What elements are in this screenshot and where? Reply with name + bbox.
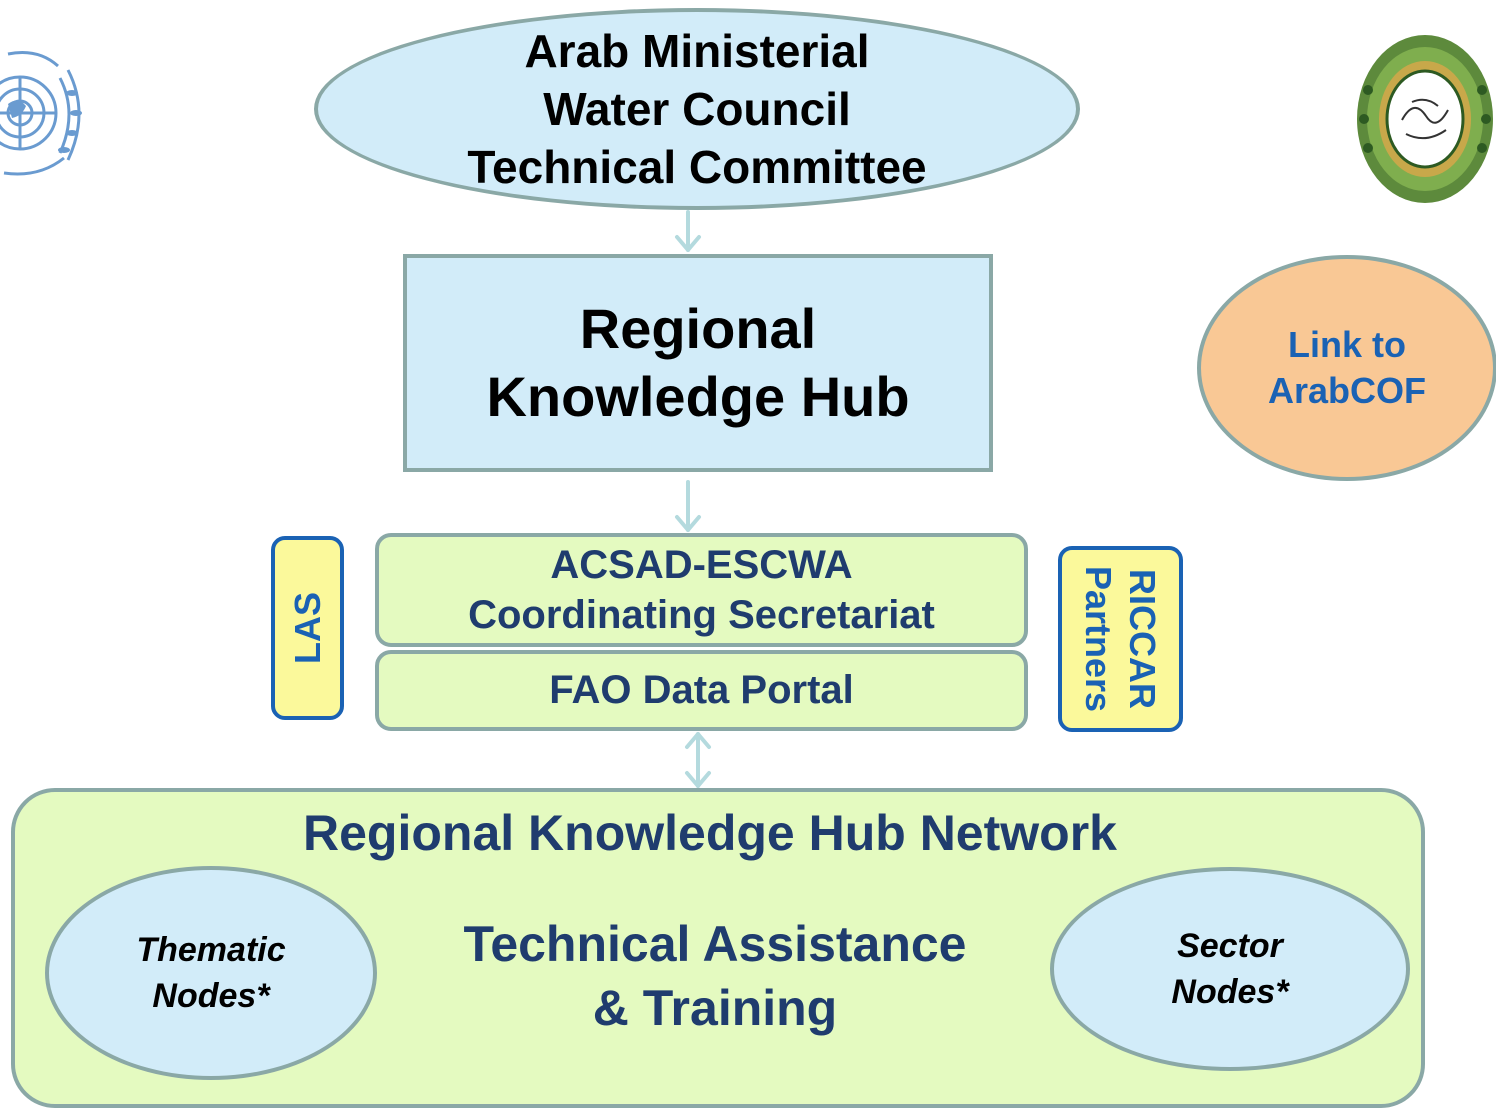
riccar-line-2: Partners <box>1078 565 1120 713</box>
council-line-2: Water Council <box>543 83 851 135</box>
council-line-1: Arab Ministerial <box>524 25 870 77</box>
arabcof-line-1: Link to <box>1288 324 1406 365</box>
arab-league-emblem-icon <box>1357 35 1493 203</box>
sector-line-1: Sector <box>1177 927 1283 965</box>
link-to-arabcof-ellipse[interactable]: Link to ArabCOF <box>1197 255 1496 481</box>
regional-knowledge-hub-box: Regional Knowledge Hub <box>403 254 993 472</box>
council-ellipse: Arab Ministerial Water Council Technical… <box>314 8 1080 210</box>
thematic-line-1: Thematic <box>136 931 286 969</box>
technical-assistance-training-text: Technical Assistance & Training <box>420 912 1010 1040</box>
hub-line-1: Regional <box>579 297 817 360</box>
fao-label: FAO Data Portal <box>549 668 854 712</box>
riccar-line-1: RICCAR <box>1122 568 1164 709</box>
council-line-3: Technical Committee <box>467 141 927 193</box>
thematic-line-2: Nodes* <box>152 977 270 1015</box>
sector-nodes-ellipse: Sector Nodes* <box>1050 867 1410 1071</box>
coordinating-secretariat-box: ACSAD-ESCWA Coordinating Secretariat <box>375 533 1028 647</box>
hub-line-2: Knowledge Hub <box>486 365 910 428</box>
secretariat-line-1: ACSAD-ESCWA <box>550 543 853 587</box>
las-label: LAS <box>286 592 328 664</box>
sector-line-2: Nodes* <box>1171 973 1289 1011</box>
secretariat-line-2: Coordinating Secretariat <box>468 593 935 637</box>
riccar-label-group: RICCAR Partners <box>1077 566 1165 712</box>
ta-line-2: & Training <box>592 980 838 1036</box>
un-emblem-icon <box>0 51 82 176</box>
arabcof-line-2: ArabCOF <box>1267 370 1426 411</box>
ta-line-1: Technical Assistance <box>463 916 967 972</box>
thematic-nodes-ellipse: Thematic Nodes* <box>45 866 377 1080</box>
fao-data-portal-box: FAO Data Portal <box>375 650 1028 731</box>
network-title: Regional Knowledge Hub Network <box>303 805 1117 861</box>
las-box: LAS <box>271 536 344 720</box>
riccar-partners-box: RICCAR Partners <box>1058 546 1183 732</box>
